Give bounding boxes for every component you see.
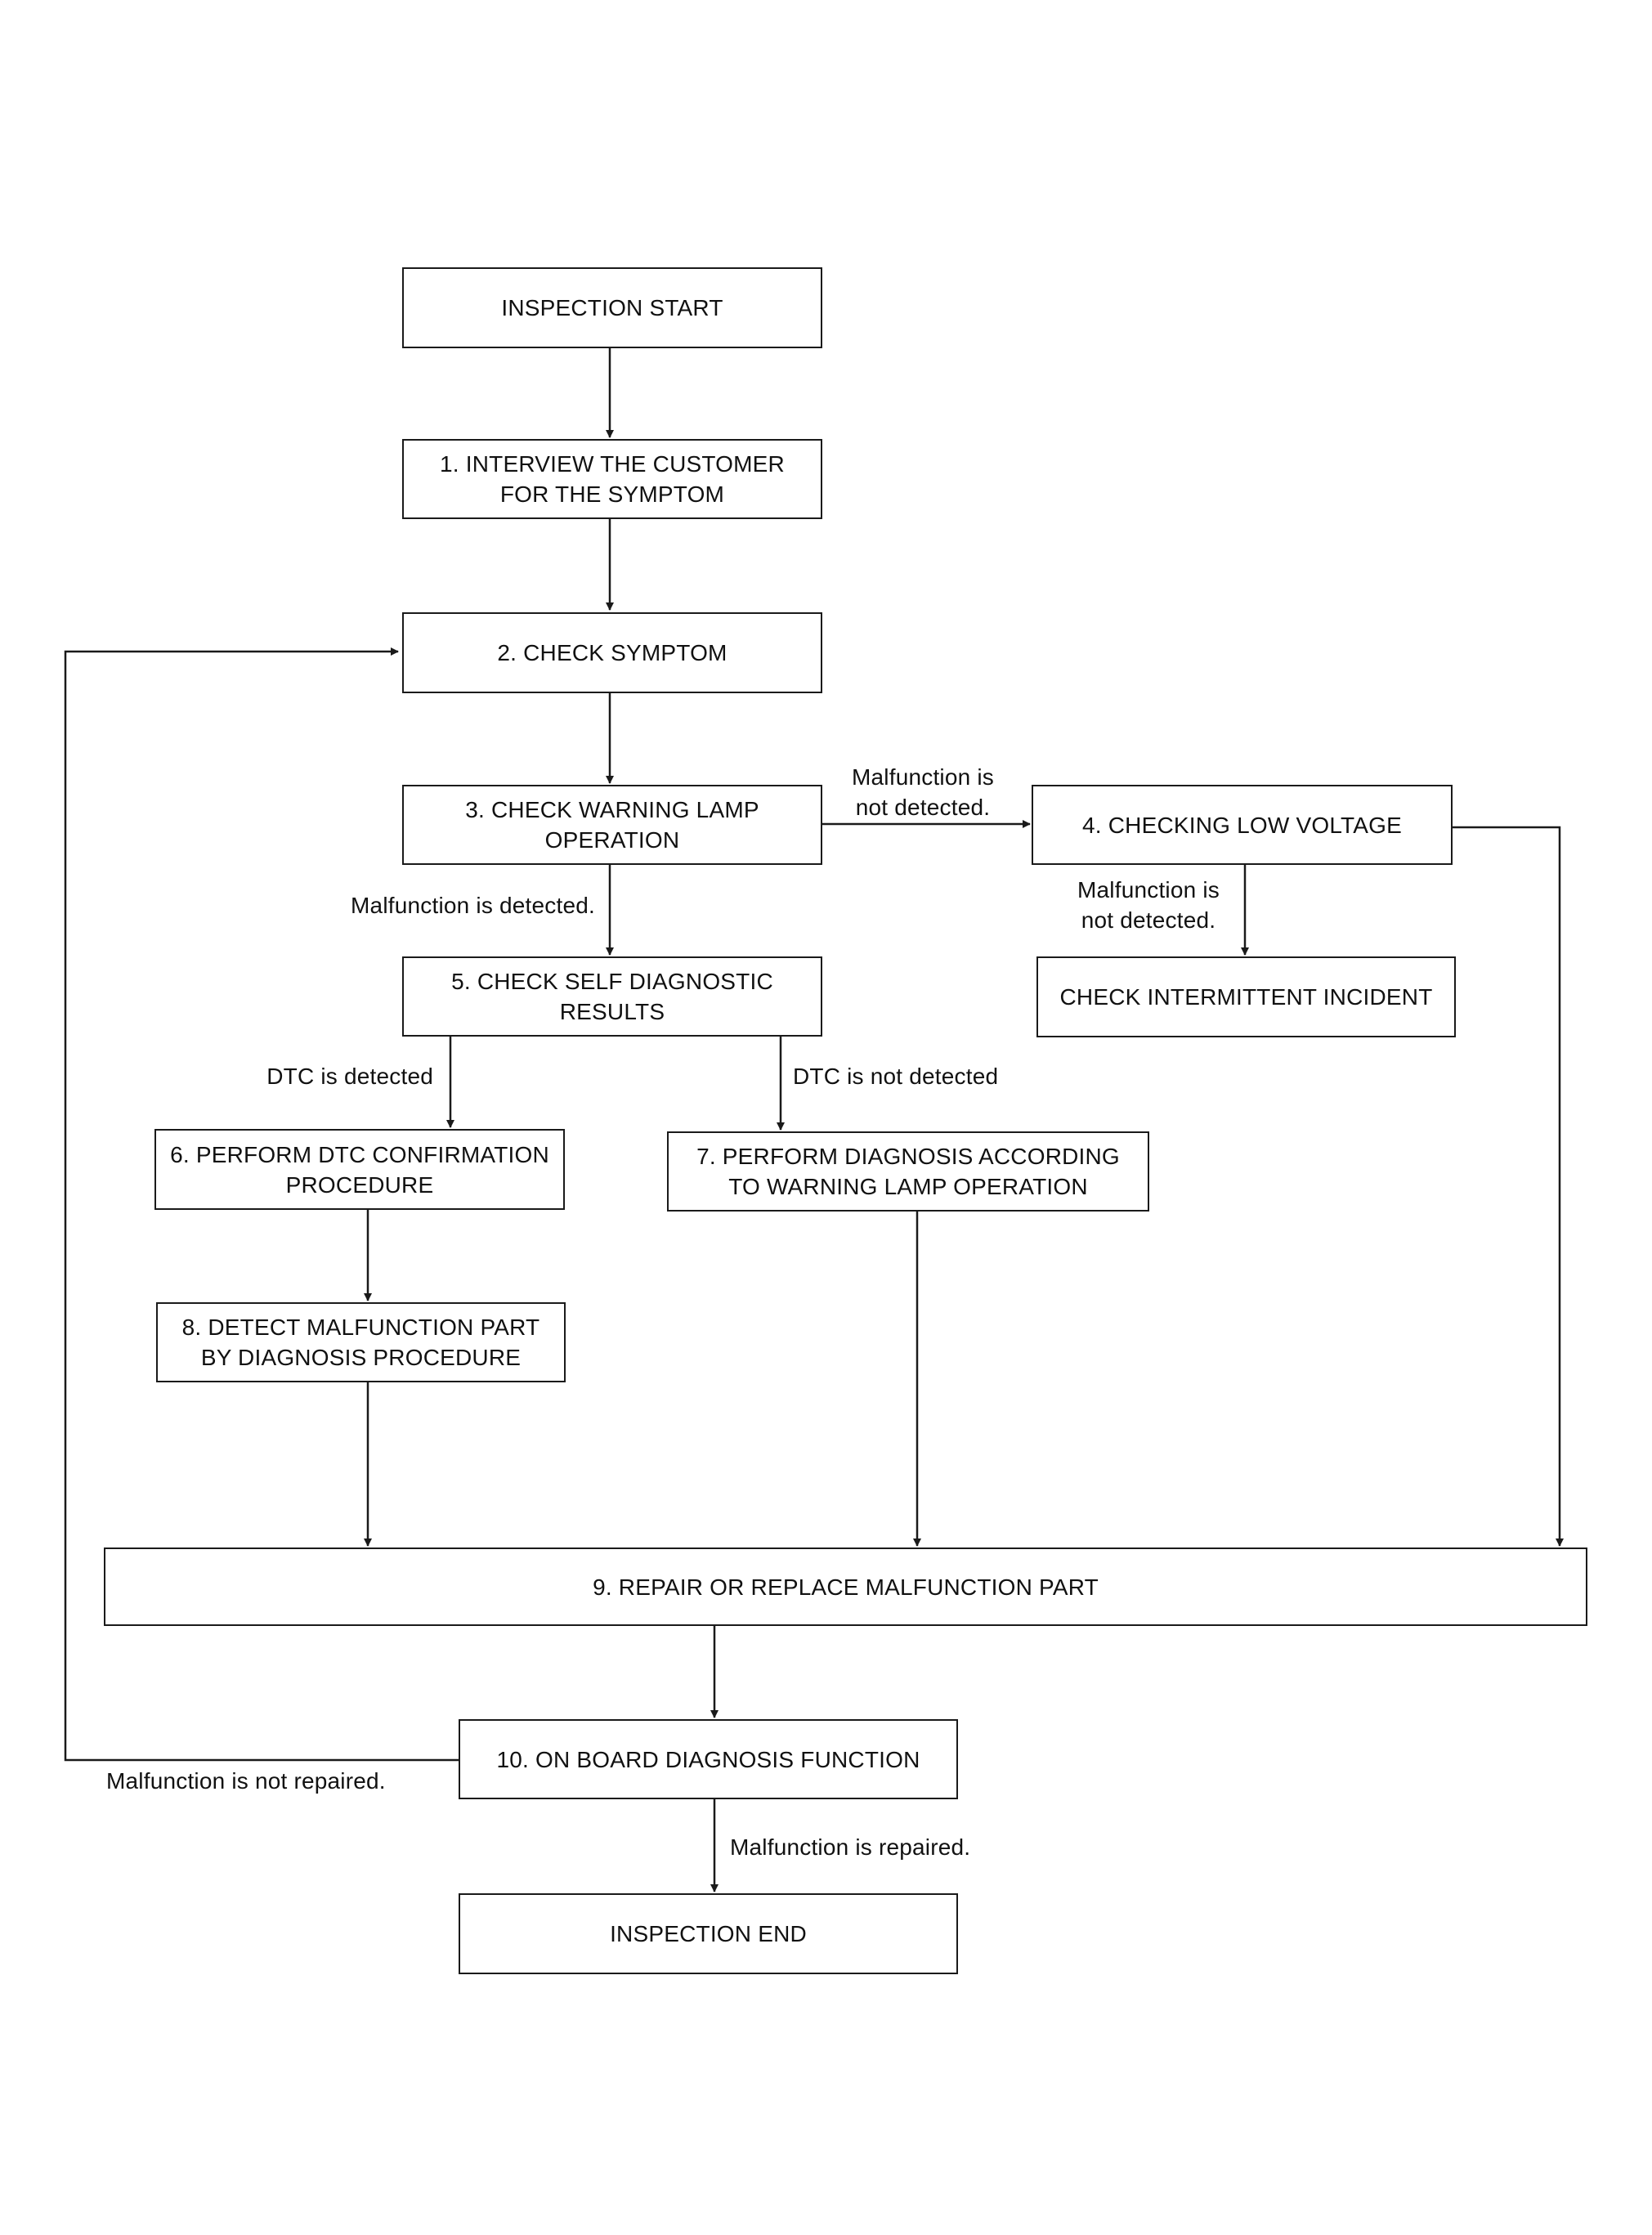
step8-detect-malfunction-box: 8. DETECT MALFUNCTION PART BY DIAGNOSIS …: [156, 1302, 566, 1382]
step4-low-voltage-box: 4. CHECKING LOW VOLTAGE: [1032, 785, 1453, 865]
inspection-end-box: INSPECTION END: [459, 1893, 958, 1974]
inspection-start-box: INSPECTION START: [402, 267, 822, 348]
label-step3-not-detected: Malfunction is not detected.: [852, 764, 994, 820]
step9-repair-replace-box: 9. REPAIR OR REPLACE MALFUNCTION PART: [104, 1547, 1587, 1626]
label-step3-detected: Malfunction is detected.: [351, 893, 595, 918]
label-dtc-not-detected: DTC is not detected: [793, 1064, 999, 1089]
arrow-step4-to-step9: [1453, 826, 1564, 1547]
step10-onboard-diagnosis-box: 10. ON BOARD DIAGNOSIS FUNCTION: [459, 1719, 958, 1799]
arrow-step10-loop-to-step2: [64, 647, 459, 1762]
step7-diagnosis-warning-lamp-box: 7. PERFORM DIAGNOSIS ACCORDING TO WARNIN…: [667, 1131, 1149, 1212]
step6-dtc-confirmation-box: 6. PERFORM DTC CONFIRMATION PROCEDURE: [154, 1129, 565, 1210]
label-not-repaired: Malfunction is not repaired.: [106, 1768, 386, 1794]
check-intermittent-incident-box: CHECK INTERMITTENT INCIDENT: [1036, 956, 1456, 1037]
step1-interview-box: 1. INTERVIEW THE CUSTOMER FOR THE SYMPTO…: [402, 439, 822, 519]
step2-check-symptom-box: 2. CHECK SYMPTOM: [402, 612, 822, 693]
label-repaired: Malfunction is repaired.: [730, 1834, 971, 1860]
step5-self-diagnostic-box: 5. CHECK SELF DIAGNOSTIC RESULTS: [402, 956, 822, 1037]
step3-warning-lamp-box: 3. CHECK WARNING LAMP OPERATION: [402, 785, 822, 865]
label-step4-not-detected: Malfunction is not detected.: [1077, 877, 1220, 933]
label-dtc-detected: DTC is detected: [266, 1064, 433, 1089]
